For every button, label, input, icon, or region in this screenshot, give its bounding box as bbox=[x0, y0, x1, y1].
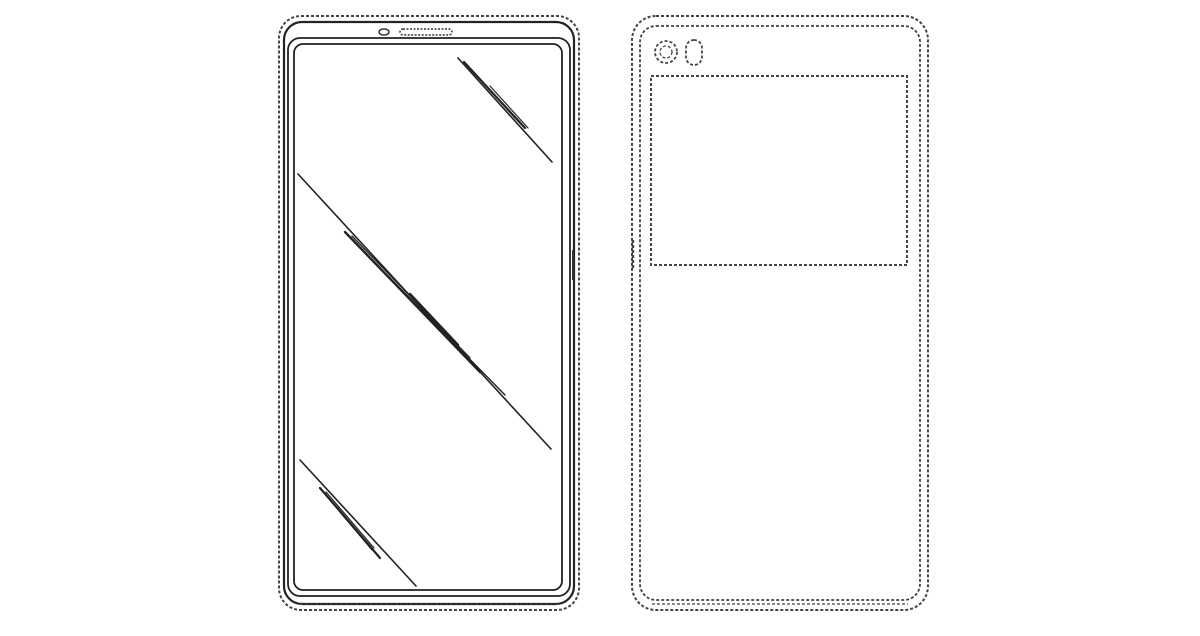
rear-outer-edge bbox=[631, 15, 929, 611]
earpiece-icon bbox=[378, 28, 453, 36]
reflection-line bbox=[299, 459, 417, 587]
rear-camera-lens bbox=[659, 45, 673, 59]
reflection-line bbox=[339, 511, 373, 551]
front-screen bbox=[293, 43, 563, 591]
front-outer-edge bbox=[278, 15, 580, 611]
rear-camera-icon bbox=[654, 40, 678, 64]
reflection-line bbox=[471, 69, 516, 119]
front-camera-icon bbox=[378, 28, 390, 36]
front-view bbox=[278, 15, 580, 611]
reflection-line bbox=[343, 230, 482, 374]
speaker-grille bbox=[399, 28, 453, 36]
front-bezel bbox=[287, 37, 571, 597]
rear-secondary-display bbox=[650, 75, 908, 266]
screen-reflection-lines bbox=[297, 57, 553, 587]
rear-view bbox=[631, 15, 929, 611]
flash-icon bbox=[685, 39, 703, 66]
rear-back-panel bbox=[639, 25, 921, 601]
reflection-line bbox=[489, 85, 529, 129]
reflection-line bbox=[457, 57, 553, 163]
reflection-line bbox=[325, 491, 375, 549]
reflection-line bbox=[408, 292, 460, 347]
reflection-line bbox=[387, 275, 506, 396]
front-body bbox=[282, 20, 576, 606]
